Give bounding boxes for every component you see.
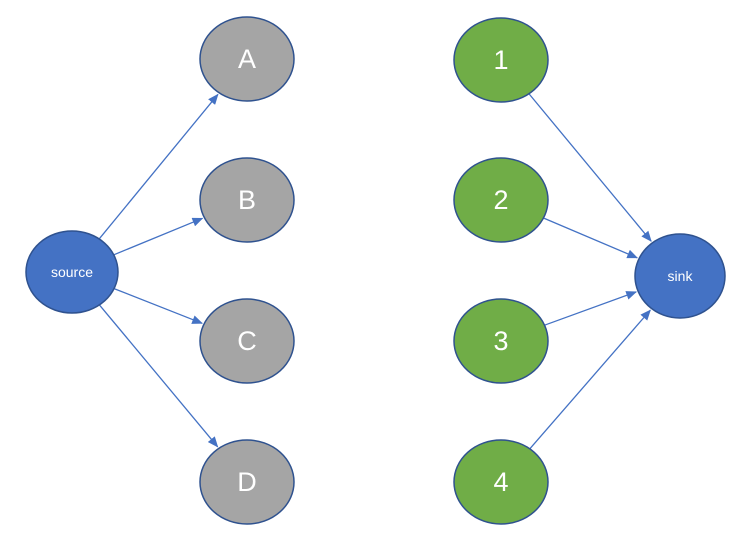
node-B-label: B xyxy=(238,185,256,215)
node-A-shape xyxy=(199,16,295,102)
node-D: D xyxy=(199,439,295,525)
edge-4-to-sink xyxy=(529,309,651,450)
node-sink-label: sink xyxy=(668,268,694,284)
edge-source-to-A xyxy=(98,93,219,240)
node-2: 2 xyxy=(453,157,549,243)
node-3-label: 3 xyxy=(493,326,508,356)
node-3: 3 xyxy=(453,298,549,384)
node-source: source xyxy=(25,230,119,314)
node-4-shape xyxy=(453,439,549,525)
node-D-shape xyxy=(199,439,295,525)
node-4-label: 4 xyxy=(493,467,508,497)
node-A-label: A xyxy=(238,44,256,74)
node-2-label: 2 xyxy=(493,185,508,215)
edge-1-to-sink xyxy=(528,93,652,242)
node-D-label: D xyxy=(237,467,257,497)
node-C-shape xyxy=(199,298,295,384)
node-B-shape xyxy=(199,157,295,243)
edge-2-to-sink xyxy=(543,217,639,259)
node-4: 4 xyxy=(453,439,549,525)
node-1-label: 1 xyxy=(493,45,508,75)
node-A: A xyxy=(199,16,295,102)
node-sink: sink xyxy=(634,233,726,319)
node-C: C xyxy=(199,298,295,384)
node-3-shape xyxy=(453,298,549,384)
edge-source-to-B xyxy=(113,217,204,256)
node-1-shape xyxy=(453,17,549,103)
edge-3-to-sink xyxy=(544,291,638,326)
node-source-shape xyxy=(25,230,119,314)
node-2-shape xyxy=(453,157,549,243)
edge-source-to-D xyxy=(98,304,219,448)
edge-source-to-C xyxy=(113,287,203,324)
node-C-label: C xyxy=(237,326,257,356)
node-source-label: source xyxy=(51,264,93,280)
node-B: B xyxy=(199,157,295,243)
node-1: 1 xyxy=(453,17,549,103)
node-sink-shape xyxy=(634,233,726,319)
